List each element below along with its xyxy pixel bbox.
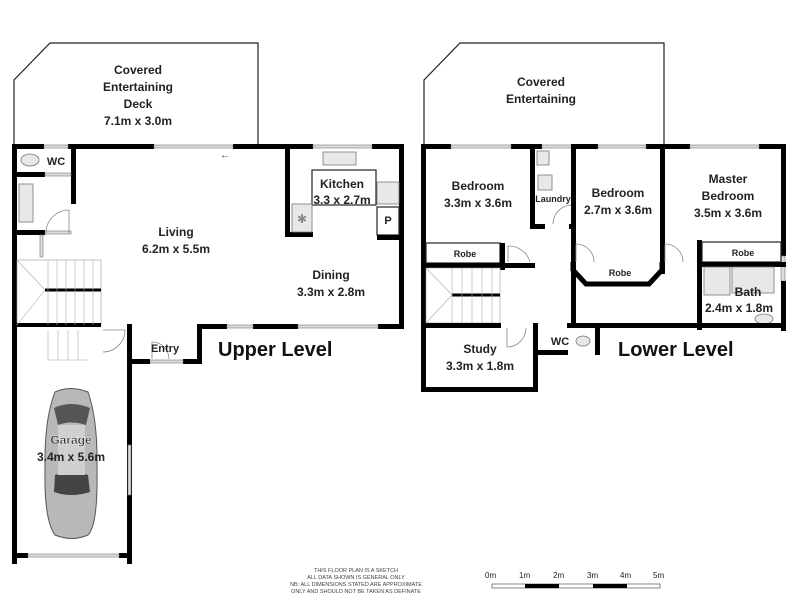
upper-level-plan: ←: [12, 42, 404, 564]
upper-level-title: Upper Level: [218, 339, 332, 361]
bedroom1-label: Bedroom: [452, 179, 505, 193]
sliding-door: [153, 144, 234, 149]
bedroom2-label: Bedroom: [592, 186, 645, 200]
bath-label: Bath: [735, 285, 762, 299]
washer-icon: [537, 174, 553, 191]
disclaimer: THIS FLOOR PLAN IS A SKETCH ALL DATA SHO…: [290, 568, 422, 595]
laundry-label: Laundry: [535, 194, 571, 204]
svg-text:ONLY AND SHOULD NOT BE TAKEN A: ONLY AND SHOULD NOT BE TAKEN AS DEFINATE: [291, 589, 421, 595]
svg-text:6.2m x 5.5m: 6.2m x 5.5m: [142, 242, 210, 256]
cooktop-icon: [376, 181, 400, 205]
study-label: Study: [463, 342, 497, 356]
svg-text:2m: 2m: [553, 571, 564, 580]
slide-arrow-icon: ←: [220, 150, 230, 161]
kitchen-label: Kitchen: [320, 177, 364, 191]
svg-text:3.3 x 2.7m: 3.3 x 2.7m: [313, 193, 370, 207]
svg-text:Bedroom: Bedroom: [702, 189, 755, 203]
stairs-icon: [425, 267, 501, 324]
deck-label: Covered: [114, 63, 162, 77]
window: [43, 144, 69, 149]
svg-text:3.4m x 5.6m: 3.4m x 5.6m: [37, 450, 105, 464]
toilet-icon: [20, 153, 40, 167]
shower-icon: [703, 266, 731, 296]
deck-outline: [13, 42, 259, 146]
svg-text:0m: 0m: [485, 571, 496, 580]
svg-text:3.3m x 1.8m: 3.3m x 1.8m: [446, 359, 514, 373]
entry-door: [151, 341, 170, 360]
svg-text:NB: ALL DIMENSIONS STATED ARE: NB: ALL DIMENSIONS STATED ARE APPROXIMAT…: [290, 582, 422, 588]
robe-label: Robe: [609, 268, 632, 278]
entry-label: Entry: [151, 343, 180, 355]
svg-text:7.1m x 3.0m: 7.1m x 3.0m: [104, 114, 172, 128]
sink-icon: [322, 151, 357, 166]
svg-text:2.7m x 3.6m: 2.7m x 3.6m: [584, 203, 652, 217]
svg-text:Deck: Deck: [124, 97, 153, 111]
svg-text:3m: 3m: [587, 571, 598, 580]
svg-text:Entertaining: Entertaining: [506, 92, 576, 106]
svg-text:3.5m x 3.6m: 3.5m x 3.6m: [694, 206, 762, 220]
robe-label: Robe: [454, 249, 477, 259]
svg-text:5m: 5m: [653, 571, 664, 580]
laundry-sink-icon: [536, 150, 550, 166]
toilet-icon: [575, 335, 591, 347]
pantry-label: P: [384, 215, 391, 227]
living-label: Living: [158, 225, 193, 239]
svg-text:ALL DATA SHOWN IS GENERAL ONLY: ALL DATA SHOWN IS GENERAL ONLY: [307, 575, 405, 581]
car-icon: [44, 388, 98, 539]
scale-bar: 0m 1m 2m 3m 4m 5m: [485, 571, 664, 589]
basin-icon: [754, 313, 774, 325]
garage-label: Garage: [50, 433, 92, 447]
master-bedroom-label: Master: [709, 172, 748, 186]
svg-text:✱: ✱: [297, 212, 307, 226]
window: [312, 144, 373, 149]
svg-text:1m: 1m: [519, 571, 530, 580]
dining-label: Dining: [312, 268, 349, 282]
wc-label: WC: [551, 336, 569, 348]
lower-level-plan: [421, 42, 786, 392]
svg-text:2.4m x 1.8m: 2.4m x 1.8m: [705, 301, 773, 315]
svg-text:Entertaining: Entertaining: [103, 80, 173, 94]
kitchen-island: [311, 169, 377, 206]
robe-label: Robe: [732, 248, 755, 258]
lower-deck-outline: [423, 42, 665, 146]
wc-label: WC: [47, 156, 65, 168]
svg-text:3.3m x 2.8m: 3.3m x 2.8m: [297, 285, 365, 299]
fridge-icon: [291, 203, 313, 233]
svg-text:4m: 4m: [620, 571, 631, 580]
stairs-icon: [16, 259, 102, 361]
bathtub-icon: [731, 266, 775, 294]
lower-deck-label: Covered: [517, 75, 565, 89]
lower-level-title: Lower Level: [618, 339, 734, 361]
svg-text:3.3m x 3.6m: 3.3m x 3.6m: [444, 196, 512, 210]
vanity-icon: [18, 183, 34, 223]
svg-text:THIS FLOOR PLAN IS A SKETCH: THIS FLOOR PLAN IS A SKETCH: [314, 568, 398, 574]
